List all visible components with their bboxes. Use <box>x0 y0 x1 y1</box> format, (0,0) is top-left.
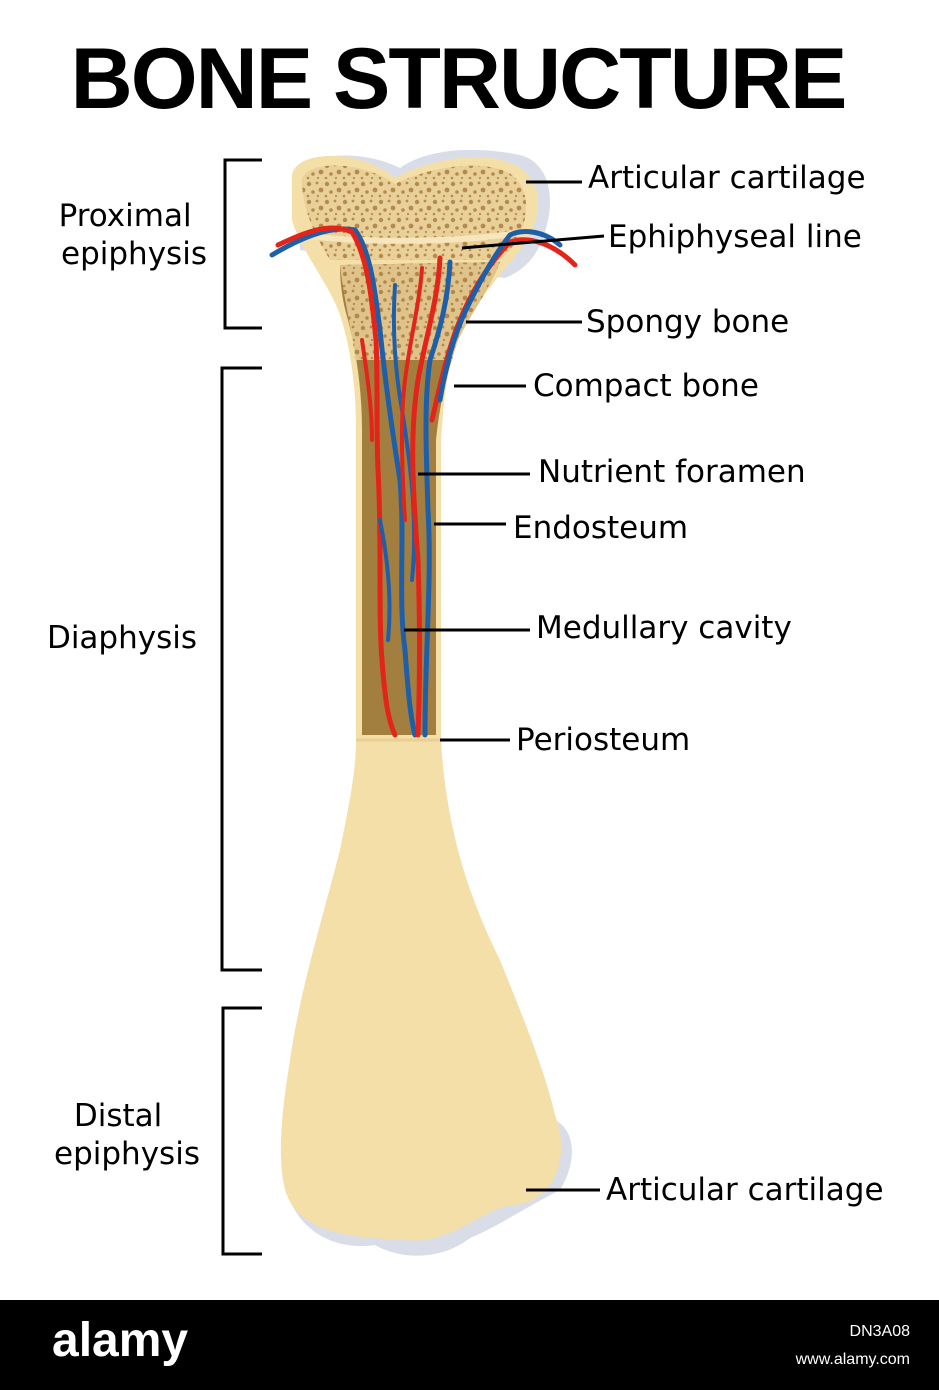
footer-image-id: DN3A08 <box>850 1323 911 1340</box>
region-label-proximal: Proximal epiphysis <box>59 198 207 272</box>
vein-branch-b <box>422 259 453 738</box>
bracket-proximal <box>223 158 262 330</box>
label-nutrient-foramen: Nutrient foramen <box>538 454 806 490</box>
label-epiphyseal-line: Ephiphyseal line <box>608 219 862 255</box>
leader-lines <box>404 180 605 1192</box>
label-endosteum: Endosteum <box>513 510 688 546</box>
bone-illustration <box>269 149 578 1256</box>
label-spongy-bone: Spongy bone <box>586 304 789 340</box>
vein-right <box>437 229 563 403</box>
artery-branch-a <box>399 266 424 522</box>
label-medullary-cavity: Medullary cavity <box>536 610 792 646</box>
epiphyseal-line-shape <box>307 229 527 244</box>
region-distal-line2: epiphysis <box>54 1136 200 1172</box>
region-distal-line1: Distal <box>74 1098 162 1134</box>
footer-site: www.alamy.com <box>795 1351 910 1368</box>
artery-left <box>275 225 398 738</box>
region-proximal-line2: epiphysis <box>61 236 207 272</box>
region-brackets <box>220 158 262 1256</box>
label-periosteum: Periosteum <box>516 722 690 758</box>
footer-bar: alamy DN3A08 www.alamy.com <box>0 1300 939 1390</box>
artery-branch-b <box>410 255 443 738</box>
label-compact-bone: Compact bone <box>533 368 759 404</box>
leader-epiphyseal <box>461 234 605 250</box>
bracket-distal <box>221 1006 262 1256</box>
page-title: BONE STRUCTURE <box>71 31 846 127</box>
bracket-diaphysis <box>220 366 262 972</box>
blood-vessels <box>269 225 578 738</box>
region-proximal-line1: Proximal <box>59 198 192 234</box>
label-articular-cartilage-top: Articular cartilage <box>588 160 866 196</box>
label-articular-cartilage-bottom: Articular cartilage <box>606 1172 884 1208</box>
vein-left <box>269 226 418 738</box>
region-label-distal: Distal epiphysis <box>54 1098 200 1172</box>
footer-brand-logo: alamy <box>52 1314 188 1367</box>
region-label-diaphysis: Diaphysis <box>47 620 197 656</box>
